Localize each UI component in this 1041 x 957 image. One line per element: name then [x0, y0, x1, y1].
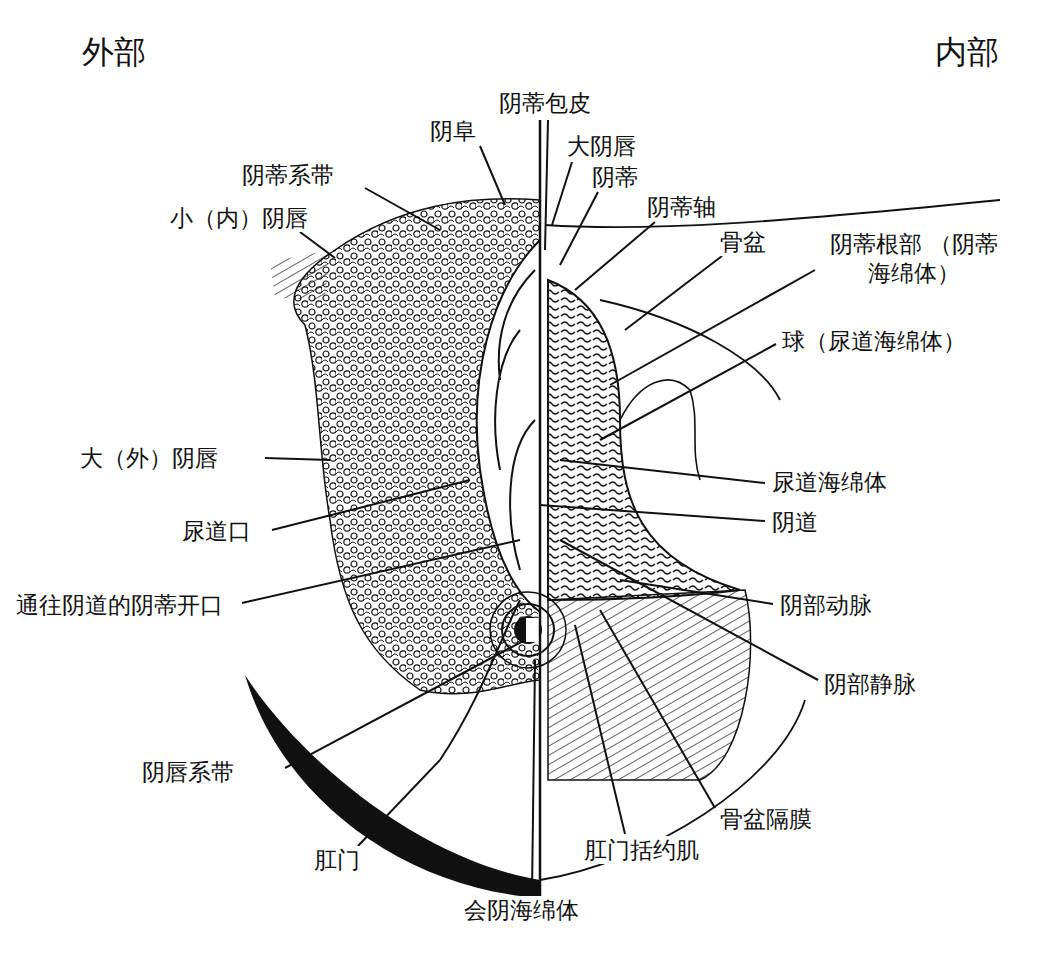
part-label: 通往阴道的阴蒂开口: [14, 591, 225, 620]
part-label: 大阴唇: [565, 132, 638, 161]
part-label: 骨盆隔膜: [718, 805, 814, 834]
part-label: 阴蒂: [590, 163, 640, 192]
part-label: 肛门括约肌: [582, 836, 701, 865]
part-label: 内部: [933, 32, 1001, 72]
part-label: 阴蒂轴: [645, 193, 718, 222]
part-label: 球（尿道海绵体）: [780, 327, 968, 356]
part-label: 阴阜: [428, 117, 478, 146]
part-label: 阴部静脉: [822, 670, 918, 699]
part-label: 阴道: [770, 508, 820, 537]
part-label: 肛门: [312, 846, 362, 875]
part-label: 阴部动脉: [778, 591, 874, 620]
part-label: 阴唇系带: [140, 758, 236, 787]
part-label: 阴蒂包皮: [497, 89, 593, 118]
part-label: 大（外）阴唇: [78, 444, 220, 473]
part-label: 阴蒂根部 （阴蒂海绵体）: [822, 230, 1006, 288]
part-label: 尿道海绵体: [770, 468, 889, 497]
part-label: 尿道口: [180, 517, 253, 546]
part-label: 小（内）阴唇: [168, 204, 310, 233]
part-label: 骨盆: [718, 228, 768, 257]
part-label: 阴蒂系带: [240, 161, 336, 190]
part-label: 外部: [80, 32, 148, 72]
part-label: 会阴海绵体: [462, 896, 581, 925]
